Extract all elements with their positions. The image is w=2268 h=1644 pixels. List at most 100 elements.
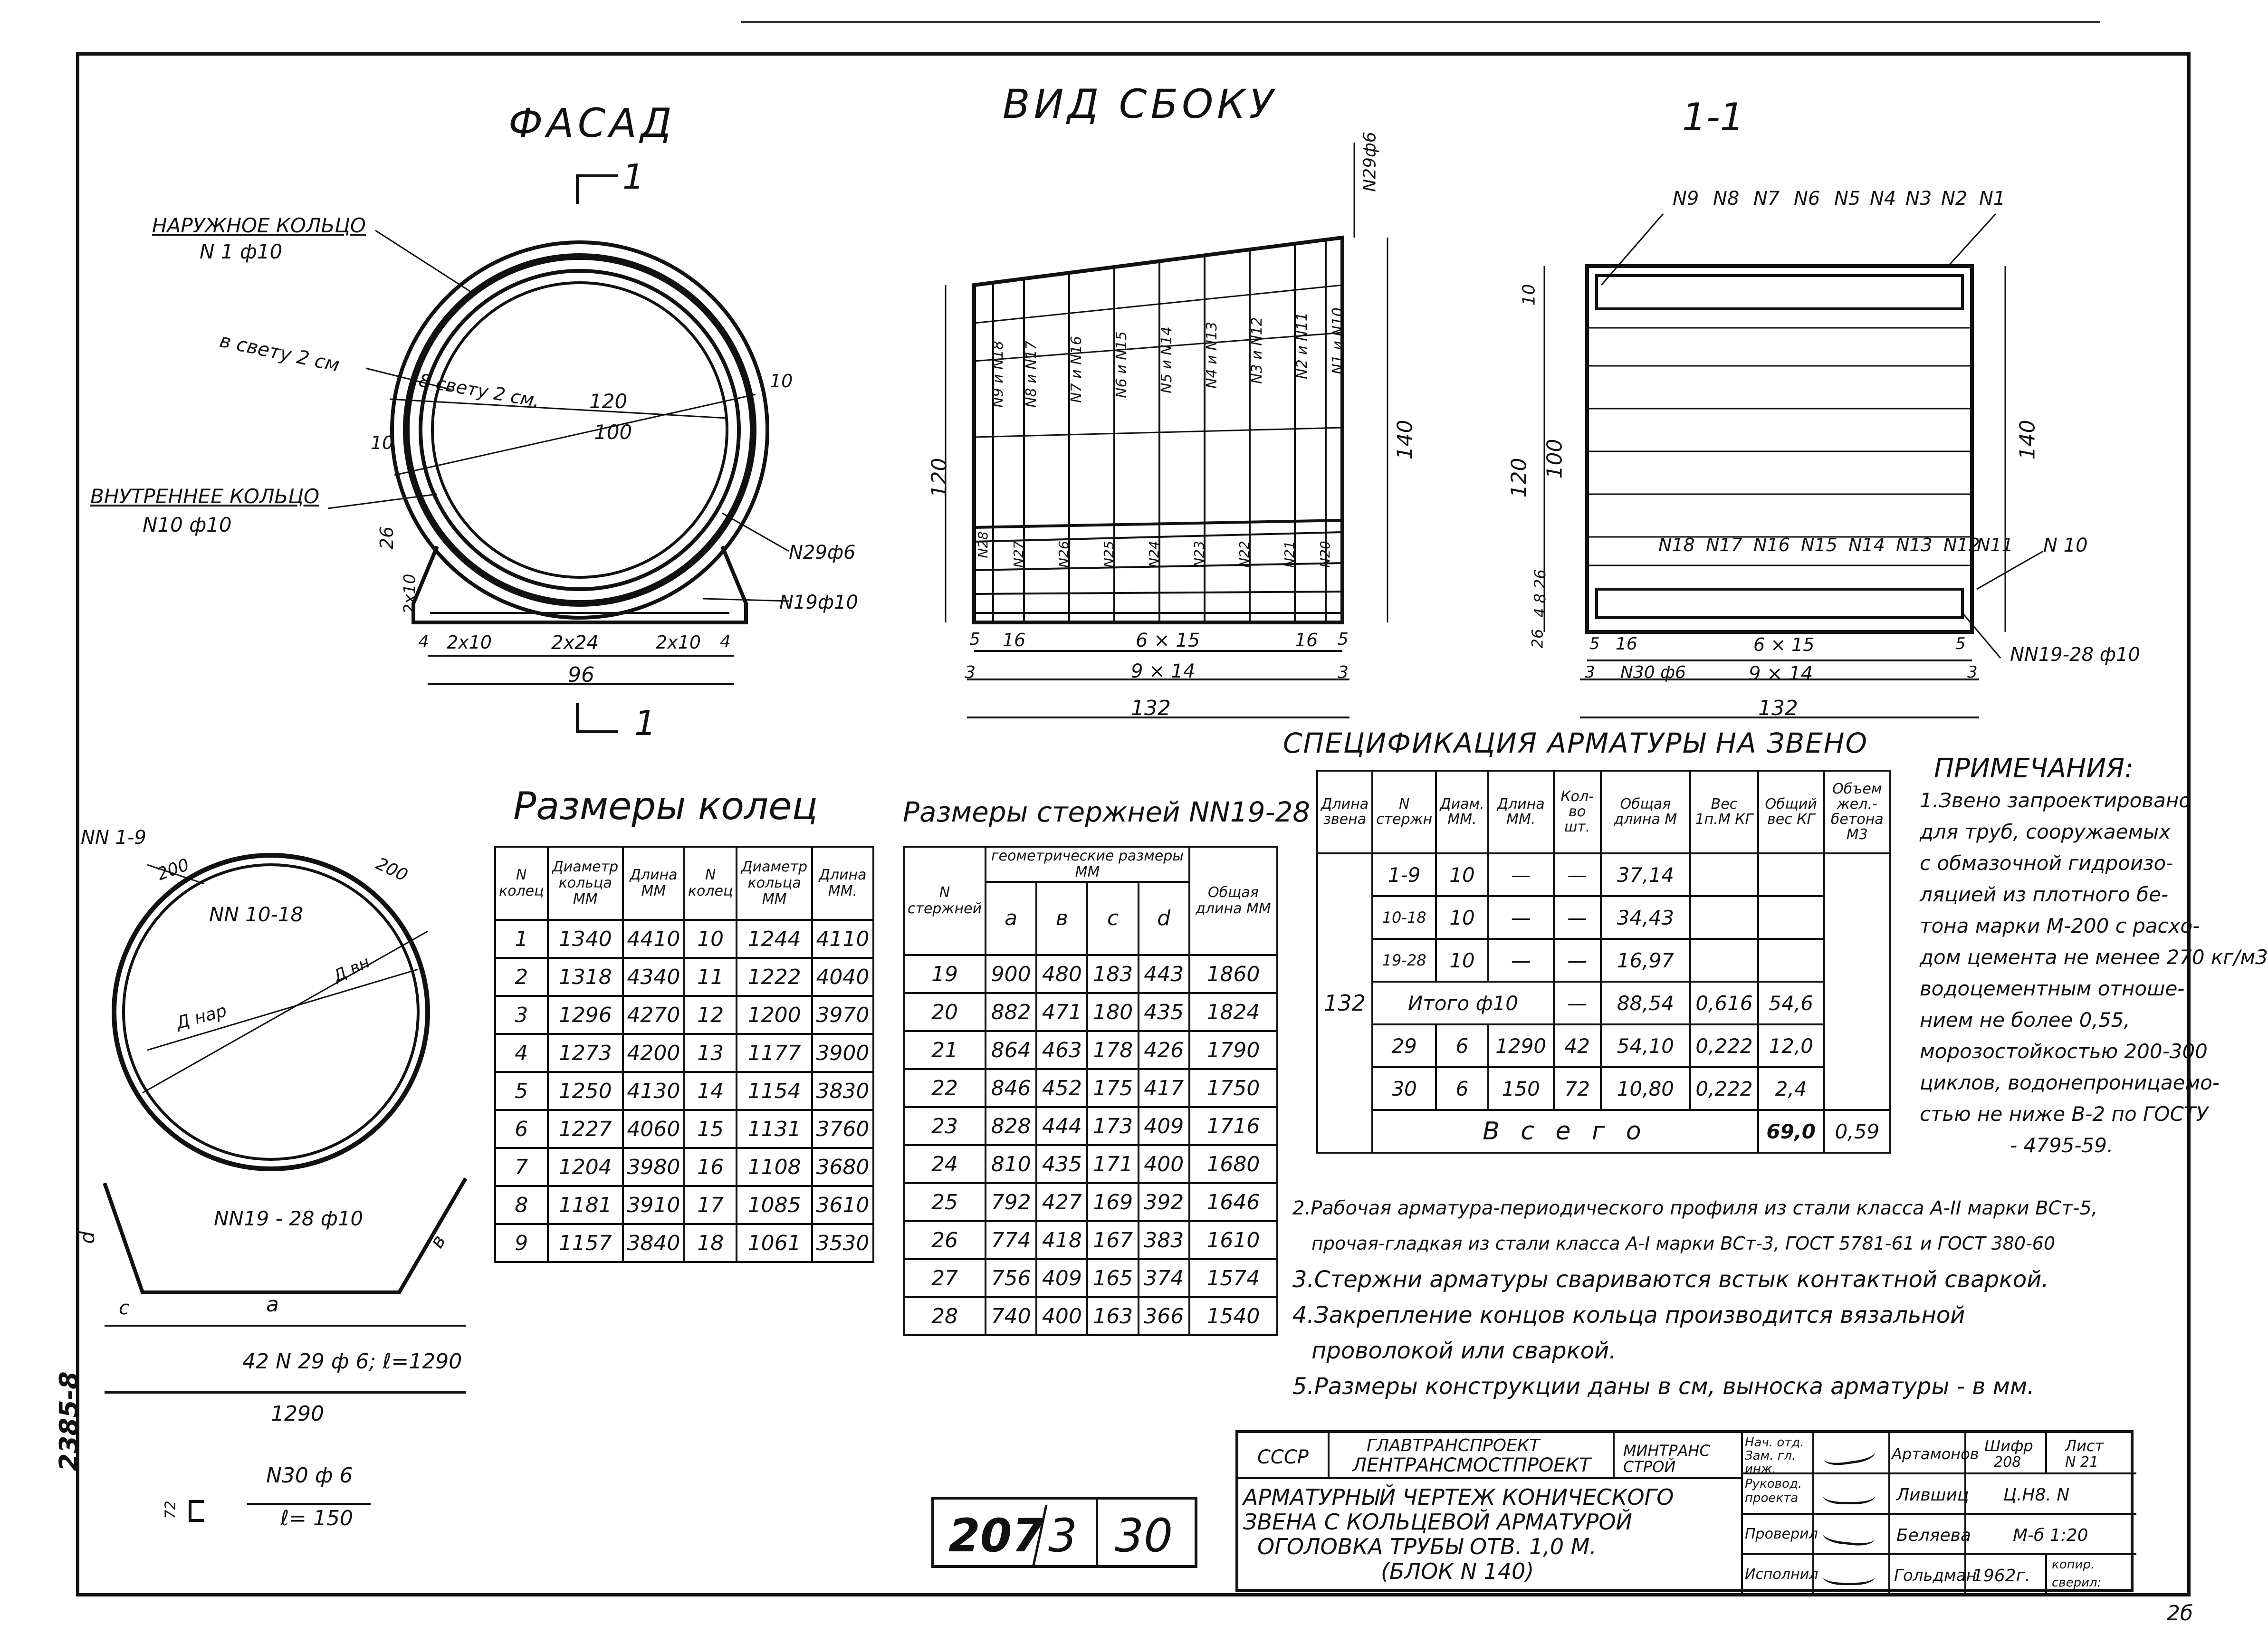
table-cell: 418 (1035, 1220, 1089, 1260)
stamp-role-2: Руковод. проекта (1745, 1477, 1802, 1505)
table-cell: 471 (1035, 992, 1089, 1032)
table-cell: 1340 (546, 919, 624, 959)
section-ref-n8: N8 (1713, 188, 1740, 210)
stamp-scale: М-б 1:20 (2013, 1526, 2088, 1545)
table-cell: 4060 (622, 1109, 685, 1149)
note-1-line: циклов, водонепроницаемо- (1920, 1071, 2220, 1094)
table-cell: 163 (1086, 1296, 1139, 1336)
table-cell: 1750 (1188, 1068, 1279, 1108)
section-ref-n30: N30 ф6 (1620, 663, 1686, 682)
table-cell: 19 (902, 954, 987, 994)
dim-120: 120 (589, 390, 628, 413)
stamp-name-2: Лившиц (1896, 1485, 1969, 1505)
dim-96: 96 (568, 663, 594, 687)
table-cell: 7 (494, 1147, 549, 1187)
note-1-line: - 4795-59. (2010, 1134, 2114, 1157)
side-label-4: N4 и N13 (1203, 322, 1220, 389)
table-cell: 1108 (736, 1147, 813, 1187)
table-cell: 882 (985, 992, 1038, 1032)
table-cell: 1540 (1188, 1296, 1279, 1336)
table-cell: 3680 (811, 1147, 875, 1187)
stamp-code: 208 (1994, 1454, 2021, 1471)
table-cell: 24 (902, 1144, 987, 1184)
note-1-line: стью не ниже В-2 по ГОСТУ (1920, 1102, 2209, 1126)
table-cell: 1085 (736, 1185, 813, 1225)
table-cell: 828 (985, 1106, 1038, 1146)
table-cell: 25 (902, 1182, 987, 1222)
table-cell: 400 (1137, 1144, 1190, 1184)
table-cell: 1790 (1188, 1030, 1279, 1070)
table-cell: 2 (494, 957, 549, 997)
side-label-27: N27 (1010, 541, 1026, 568)
inner-ring-ref: N10 ф10 (143, 513, 232, 536)
rings-table-header: N колец Диаметр кольца ММ Длина ММ N кол… (494, 846, 875, 921)
table-cell: 12 (683, 995, 738, 1035)
section-dim-100: 100 (1542, 439, 1567, 479)
bar-dim-c: c (119, 1297, 129, 1319)
table-cell: 426 (1137, 1030, 1190, 1070)
table-cell: 8 (494, 1185, 549, 1225)
table-cell: 409 (1137, 1106, 1190, 1146)
table-cell: 417 (1137, 1068, 1190, 1108)
table-cell: 1131 (736, 1109, 813, 1149)
table-cell: 9 (494, 1223, 549, 1263)
drawing-number-box: 207 3 30 (931, 1497, 1197, 1568)
note-1-line: нием не более 0,55, (1920, 1008, 2130, 1032)
note-1-line: дом цемента не менее 270 кг/м3 (1920, 946, 2268, 969)
spec-table: Длина звена N стержн Диам. ММ. Длина ММ.… (1316, 770, 1892, 1154)
rings-table-title: Размеры колец (513, 784, 818, 828)
table-cell: 1860 (1188, 954, 1279, 994)
table-cell: 183 (1086, 954, 1139, 994)
side-dim-5-right: 5 (1338, 630, 1349, 649)
note-4a: 4.Закрепление концов кольца производится… (1292, 1302, 1965, 1329)
table-cell: 14 (683, 1071, 738, 1111)
note-1-line: для труб, сооружаемых (1920, 820, 2171, 843)
table-cell: 4040 (811, 957, 875, 997)
table-cell: 1824 (1188, 992, 1279, 1032)
table-cell: 463 (1035, 1030, 1089, 1070)
stamp-signature-4 (1823, 1564, 1875, 1585)
table-cell: 3760 (811, 1109, 875, 1149)
side-label-25: N25 (1101, 541, 1117, 568)
facade-drawing (327, 174, 789, 733)
spec-row-10-18: 10-18 10 — — 34,43 (1317, 895, 1890, 940)
table-cell: 16 (683, 1147, 738, 1187)
table-cell: 392 (1137, 1182, 1190, 1222)
side-dim-140: 140 (1393, 420, 1417, 460)
outer-ring-label: НАРУЖНОЕ КОЛЬЦО (152, 214, 366, 237)
section-ref-n4: N4 (1870, 188, 1896, 210)
table-cell: 169 (1086, 1182, 1139, 1222)
table-cell: 374 (1137, 1258, 1190, 1298)
spec-block-length: 132 (1316, 852, 1374, 1154)
dim-4-right: 4 (720, 632, 731, 651)
side-view-drawing (945, 143, 1388, 718)
spec-row-29: 29 6 1290 42 54,10 0,222 12,0 (1317, 1023, 1890, 1068)
table-cell: 1574 (1188, 1258, 1279, 1298)
stamp-name-4: Гольдман (1894, 1566, 1977, 1585)
section-ref-nn19-28: NN19-28 ф10 (2010, 644, 2140, 666)
margin-code: 2385-8 (54, 1371, 84, 1472)
side-label-23: N23 (1191, 541, 1207, 568)
table-cell: 774 (985, 1220, 1038, 1260)
table-cell: 4410 (622, 919, 685, 959)
facade-title: ФАСАД (508, 100, 676, 146)
stamp-code-label: Шифр (1984, 1437, 2033, 1455)
side-label-21: N21 (1281, 541, 1297, 568)
table-cell: 175 (1086, 1068, 1139, 1108)
ring-label-10-18: NN 10-18 (209, 903, 304, 926)
table-cell: 427 (1035, 1182, 1089, 1222)
rods-table-header1: N стержней геометрические размеры ММ Общ… (902, 846, 1279, 956)
table-cell: 1646 (1188, 1182, 1279, 1222)
side-view-title: ВИД СБОКУ (1003, 81, 1278, 127)
table-cell: 3610 (811, 1185, 875, 1225)
section-drawing (1543, 213, 2044, 718)
side-label-1: N1 и N10 (1329, 307, 1346, 374)
top-rule (741, 21, 2100, 23)
section-ref-n11: N11 (1977, 535, 2013, 555)
